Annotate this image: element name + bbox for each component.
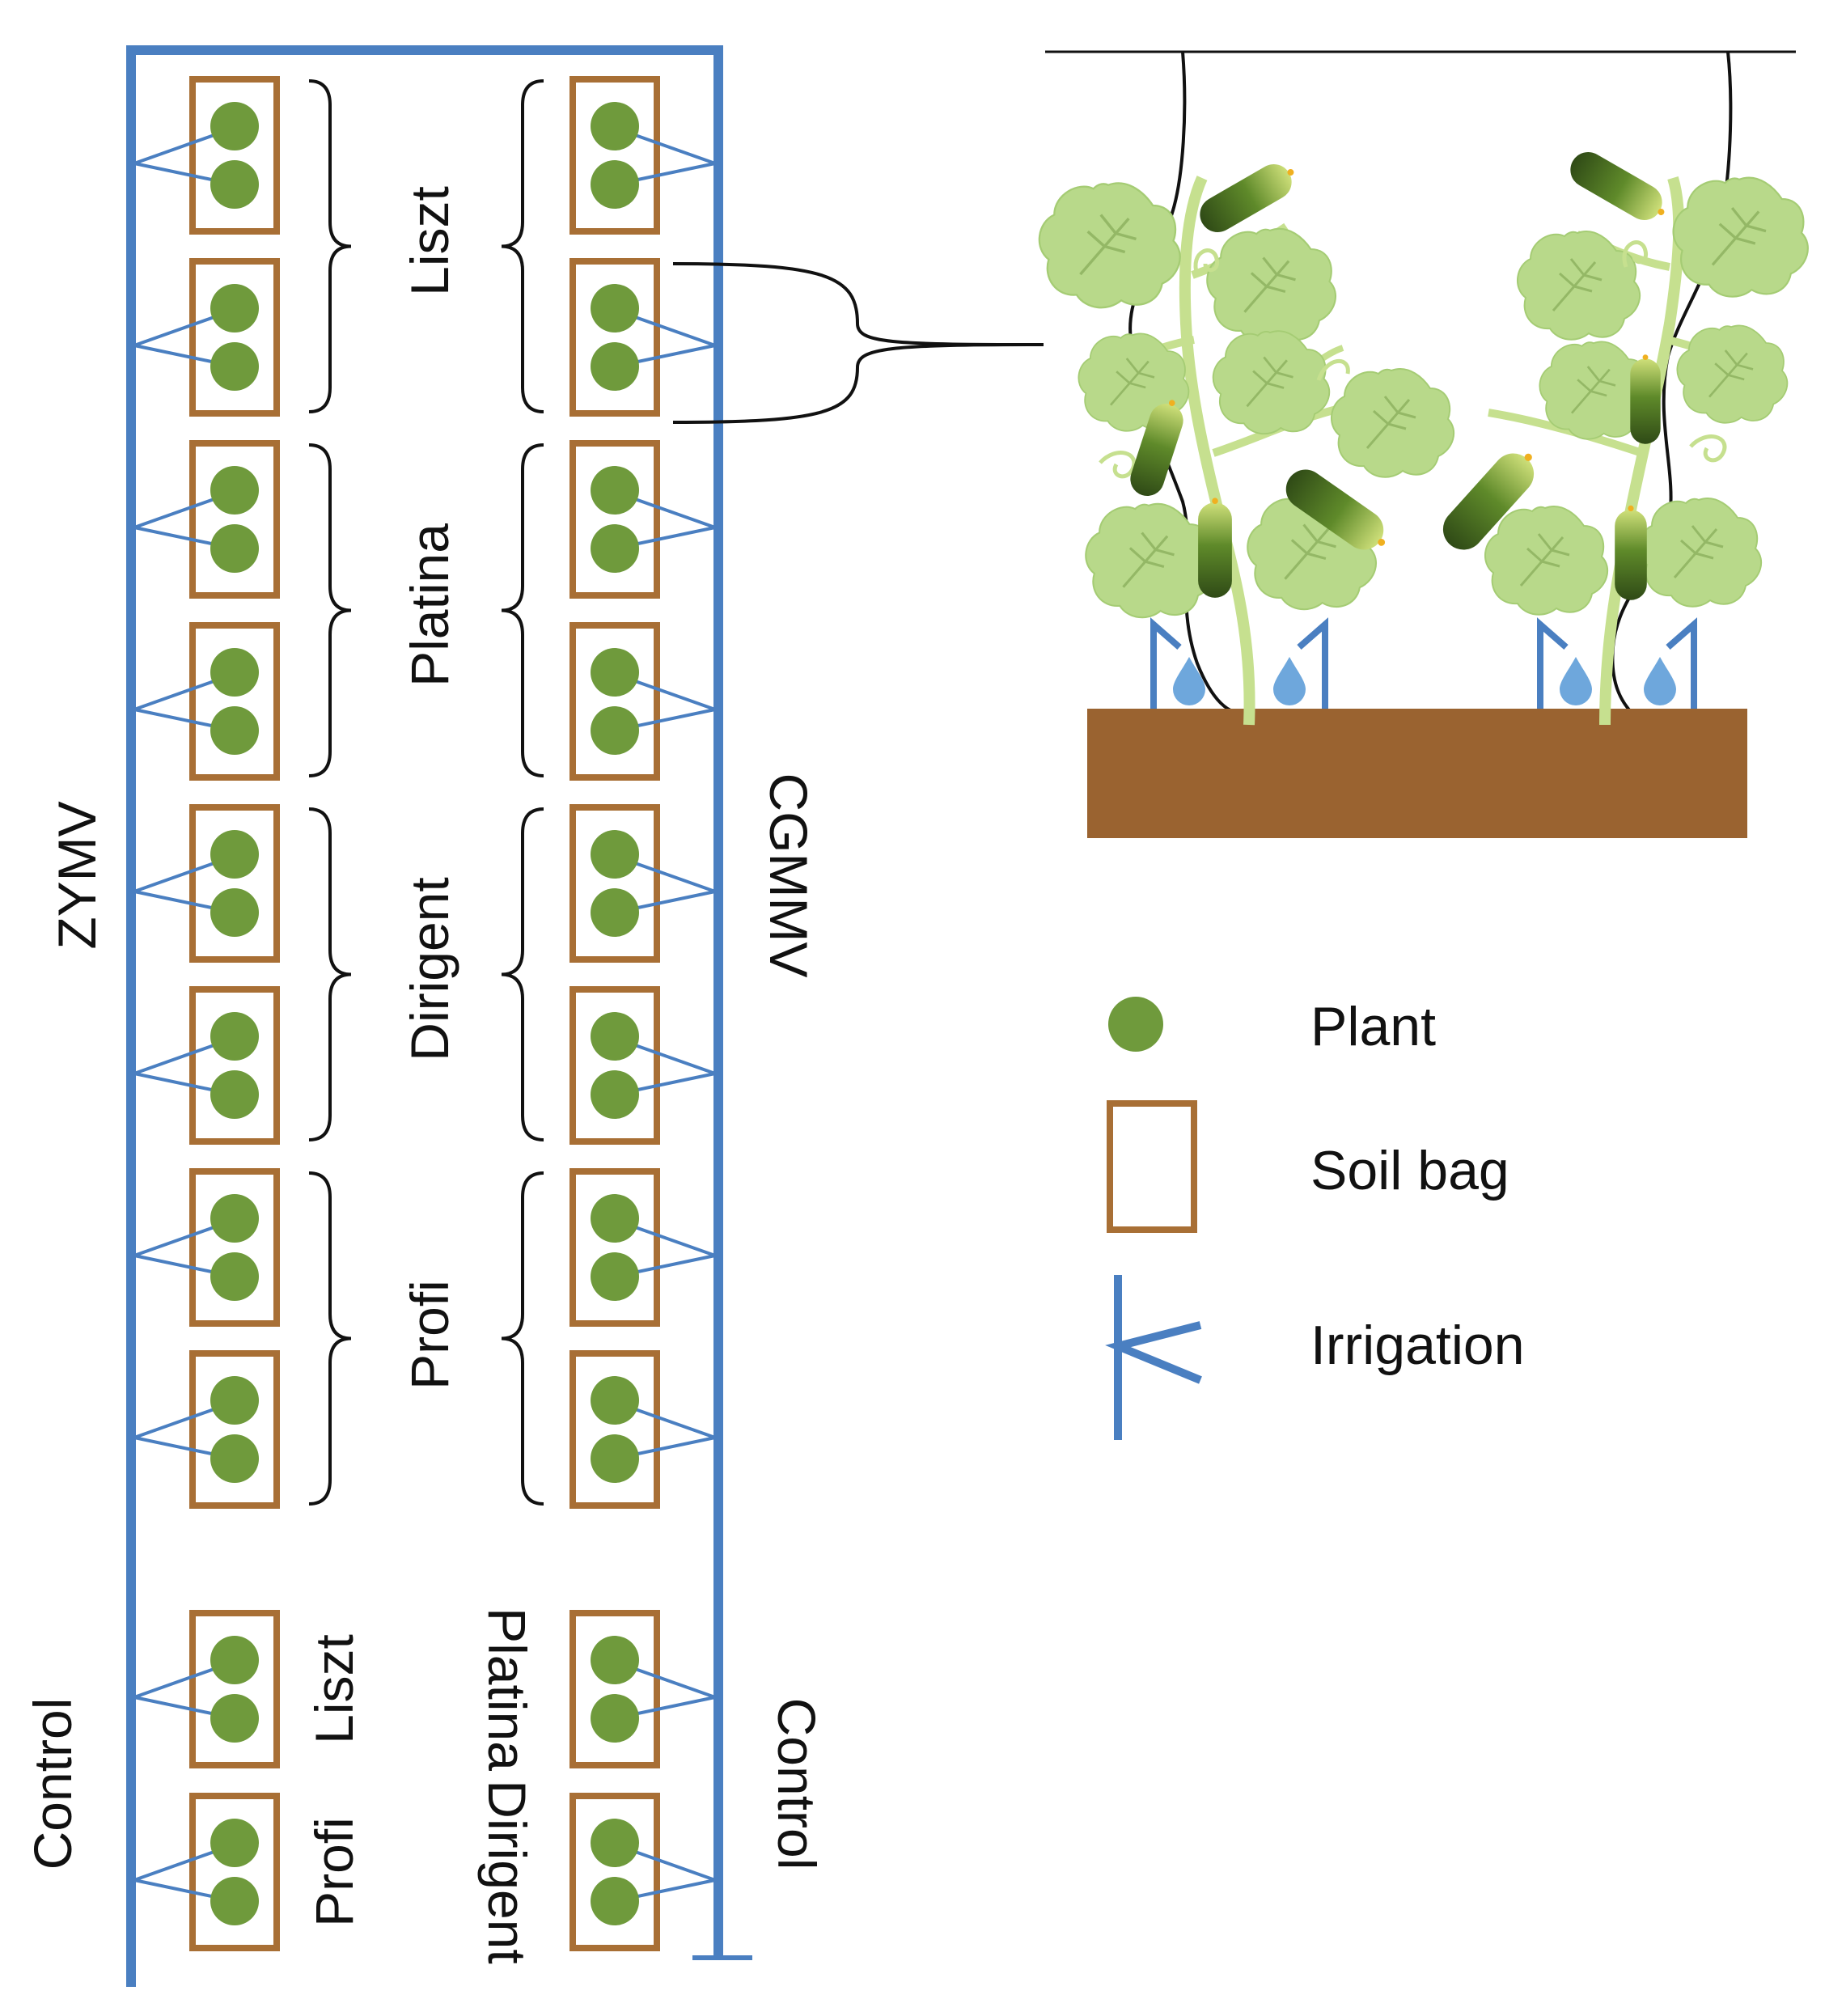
legend-plant-label: Plant [1310, 996, 1436, 1057]
legend-soil-bag-label: Soil bag [1310, 1140, 1509, 1201]
group-label-platina: Platina [400, 523, 459, 687]
control-left-label: Control [23, 1698, 83, 1870]
soil-bag [189, 1793, 280, 1951]
group-label-dirigent: Dirigent [400, 877, 459, 1061]
plant [210, 1434, 259, 1483]
irrigation-stand-right [1537, 617, 1697, 709]
plant [591, 706, 639, 755]
irrigation-stand-left [1150, 617, 1328, 709]
group-brace [308, 79, 352, 413]
control-bag-label-profi: Profi [304, 1817, 364, 1927]
group-brace [308, 1171, 352, 1506]
legend-soil-bag-icon [1107, 1100, 1197, 1233]
water-drop-icon [1173, 657, 1676, 705]
plant [591, 830, 639, 879]
plant [210, 648, 259, 697]
plant [591, 1877, 639, 1925]
group-brace [501, 807, 544, 1141]
soil-bag [569, 258, 660, 417]
soil-bag [189, 986, 280, 1145]
plant [210, 284, 259, 332]
plant [210, 1877, 259, 1925]
plant [591, 1252, 639, 1301]
callout-brace [672, 262, 1044, 424]
plant [591, 1694, 639, 1743]
plant [210, 1376, 259, 1425]
plant [210, 1819, 259, 1867]
plant [591, 1194, 639, 1243]
soil-bag [569, 1793, 660, 1951]
plant [591, 1376, 639, 1425]
soil-bag [189, 440, 280, 599]
group-brace [501, 443, 544, 777]
plant [591, 888, 639, 937]
control-bag-label-platina: Platina [477, 1607, 537, 1771]
legend-irrigation-label: Irrigation [1310, 1315, 1525, 1376]
plant [210, 466, 259, 515]
soil-bag [189, 804, 280, 963]
cucumber-plant-icon [1434, 145, 1810, 726]
plant [591, 466, 639, 515]
soil-bag [189, 622, 280, 781]
cgmmv-label: CGMMV [759, 773, 819, 978]
plant [210, 342, 259, 391]
plant [591, 160, 639, 209]
soil-bag [569, 1168, 660, 1327]
plant [210, 888, 259, 937]
control-right-label: Control [767, 1698, 827, 1870]
legend-irrigation-icon [1105, 1275, 1202, 1440]
plant [210, 830, 259, 879]
field-labels: ZYMV CGMMV Control Control Liszt Platina… [23, 186, 827, 1964]
plant [210, 706, 259, 755]
group-label-liszt: Liszt [400, 186, 459, 296]
group-brace [308, 807, 352, 1141]
plant [591, 284, 639, 332]
plant [210, 1012, 259, 1061]
group-brace [501, 1171, 544, 1506]
soil-bag [569, 76, 660, 235]
soil-bag [569, 804, 660, 963]
soil-bag [569, 1350, 660, 1509]
soil-bag [569, 986, 660, 1145]
plant [591, 648, 639, 697]
plant [591, 342, 639, 391]
field-layout [126, 45, 752, 1987]
soil-bag [189, 1610, 280, 1768]
plant [591, 102, 639, 150]
zymv-label: ZYMV [47, 801, 107, 949]
plant [210, 1636, 259, 1684]
plant [591, 1819, 639, 1867]
plant [210, 1194, 259, 1243]
group-brace [501, 79, 544, 413]
plant [210, 1252, 259, 1301]
plant [210, 102, 259, 150]
legend-plant-icon [1108, 997, 1163, 1052]
plant [210, 524, 259, 573]
soil-bag [189, 1168, 280, 1327]
soil-bag [569, 440, 660, 599]
plant [591, 1012, 639, 1061]
cucumber-illustration [672, 50, 1810, 838]
plant [210, 1070, 259, 1119]
group-label-profi: Profi [400, 1280, 459, 1390]
soil-bag [569, 622, 660, 781]
soil-bag [189, 258, 280, 417]
cucumber-plant-icon [1038, 155, 1455, 726]
plant [591, 1636, 639, 1684]
soil-bag [569, 1610, 660, 1768]
soil-bag [189, 76, 280, 235]
soil-bed-icon [1087, 709, 1747, 838]
plant [210, 160, 259, 209]
group-brace [308, 443, 352, 777]
control-bag-label-liszt: Liszt [304, 1634, 364, 1744]
legend: Plant Soil bag Irrigation [1105, 996, 1525, 1440]
plant [210, 1694, 259, 1743]
control-bag-label-dirigent: Dirigent [477, 1780, 537, 1963]
plant [591, 1434, 639, 1483]
plant [591, 524, 639, 573]
irrigation-pipe [126, 45, 723, 1987]
soil-bag [189, 1350, 280, 1509]
plant [591, 1070, 639, 1119]
